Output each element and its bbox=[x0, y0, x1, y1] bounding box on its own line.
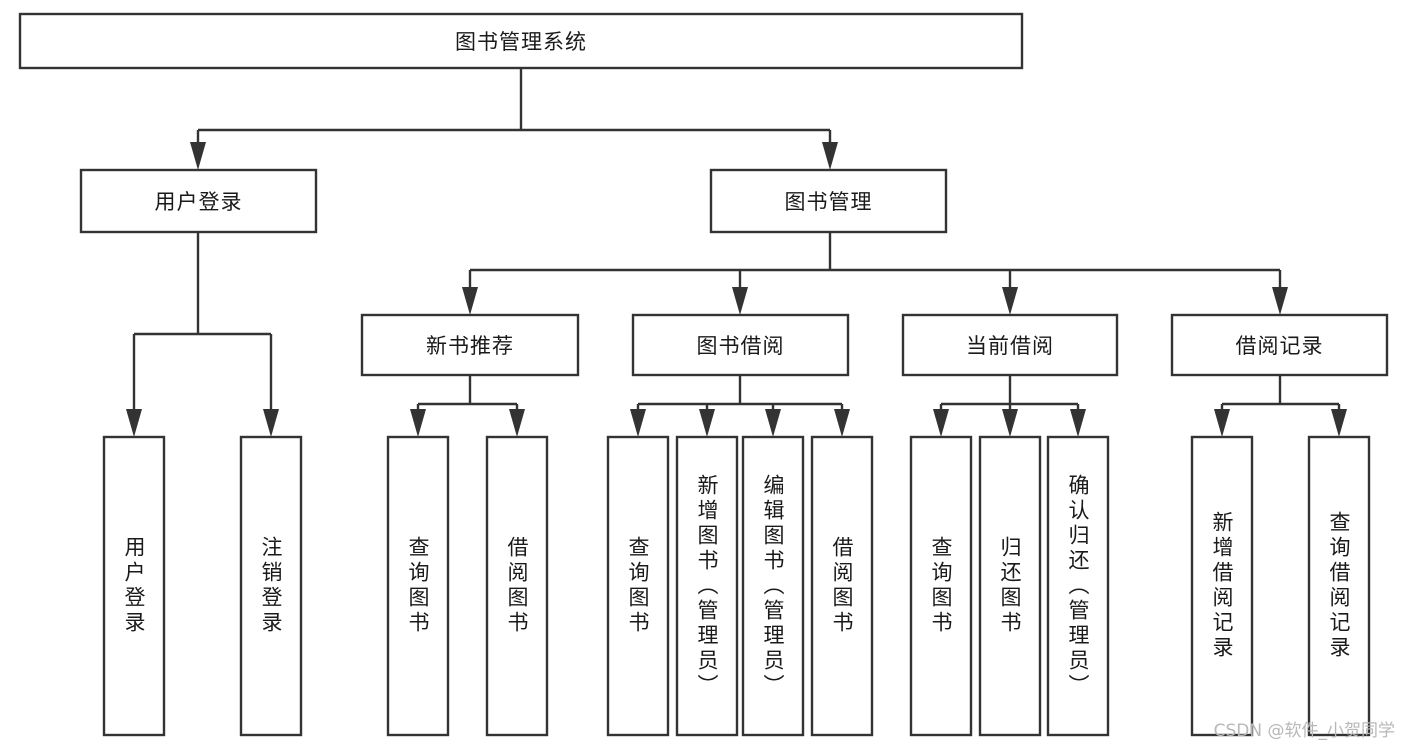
leaf-box-bb-3[interactable] bbox=[741, 435, 805, 737]
connectors-borrow-record-to-leaves bbox=[1214, 375, 1347, 437]
node-box-root[interactable] bbox=[18, 12, 1024, 70]
connectors-user-login-to-leaves bbox=[126, 232, 279, 437]
leaf-box-bb-2[interactable] bbox=[675, 435, 739, 737]
leaf-box-nb-1[interactable] bbox=[386, 435, 450, 737]
leaf-box-bb-1[interactable] bbox=[606, 435, 670, 737]
arrowhead-cb-leaf1 bbox=[933, 409, 949, 437]
arrowhead-book-manage bbox=[822, 142, 838, 170]
leaf-box-ul-2[interactable] bbox=[239, 435, 303, 737]
node-box-user-login[interactable] bbox=[79, 168, 318, 234]
leaf-box-cb-1[interactable] bbox=[909, 435, 973, 737]
leaf-box-cb-2[interactable] bbox=[978, 435, 1042, 737]
leaf-box-bb-4[interactable] bbox=[810, 435, 874, 737]
arrowhead-user-login bbox=[190, 142, 206, 170]
leaf-box-ul-1[interactable] bbox=[102, 435, 166, 737]
connectors-root-to-level2 bbox=[190, 68, 838, 170]
leaf-box-br-2[interactable] bbox=[1307, 435, 1371, 737]
arrowhead-br-leaf2 bbox=[1331, 409, 1347, 437]
leaf-box-nb-2[interactable] bbox=[485, 435, 549, 737]
arrowhead-bb-leaf3 bbox=[765, 409, 781, 437]
arrowhead-nb-leaf1 bbox=[410, 409, 426, 437]
arrowhead-cb-leaf2 bbox=[1002, 409, 1018, 437]
connectors-current-borrow-to-leaves bbox=[933, 375, 1086, 437]
arrowhead-ul-leaf1 bbox=[126, 409, 142, 437]
node-box-new-book-recommend[interactable] bbox=[360, 313, 580, 377]
arrowhead-bb-leaf4 bbox=[834, 409, 850, 437]
arrowhead-br-leaf1 bbox=[1214, 409, 1230, 437]
leaf-box-cb-3[interactable] bbox=[1046, 435, 1110, 737]
arrowhead-bb-leaf1 bbox=[630, 409, 646, 437]
arrowhead-current-borrow bbox=[1002, 287, 1018, 315]
node-box-book-manage[interactable] bbox=[709, 168, 948, 234]
node-box-book-borrow[interactable] bbox=[631, 313, 850, 377]
node-box-borrow-record[interactable] bbox=[1170, 313, 1389, 377]
arrowhead-cb-leaf3 bbox=[1070, 409, 1086, 437]
node-box-current-borrow[interactable] bbox=[901, 313, 1119, 377]
connectors-book-borrow-to-leaves bbox=[630, 375, 850, 437]
leaf-box-br-1[interactable] bbox=[1190, 435, 1254, 737]
arrowhead-nb-leaf2 bbox=[509, 409, 525, 437]
arrowhead-new-book bbox=[462, 287, 478, 315]
arrowhead-ul-leaf2 bbox=[263, 409, 279, 437]
arrowhead-book-borrow bbox=[732, 287, 748, 315]
arrowhead-bb-leaf2 bbox=[699, 409, 715, 437]
arrowhead-borrow-record bbox=[1272, 287, 1288, 315]
connectors-new-book-to-leaves bbox=[410, 375, 525, 437]
connectors-book-manage-to-level3 bbox=[462, 232, 1288, 315]
